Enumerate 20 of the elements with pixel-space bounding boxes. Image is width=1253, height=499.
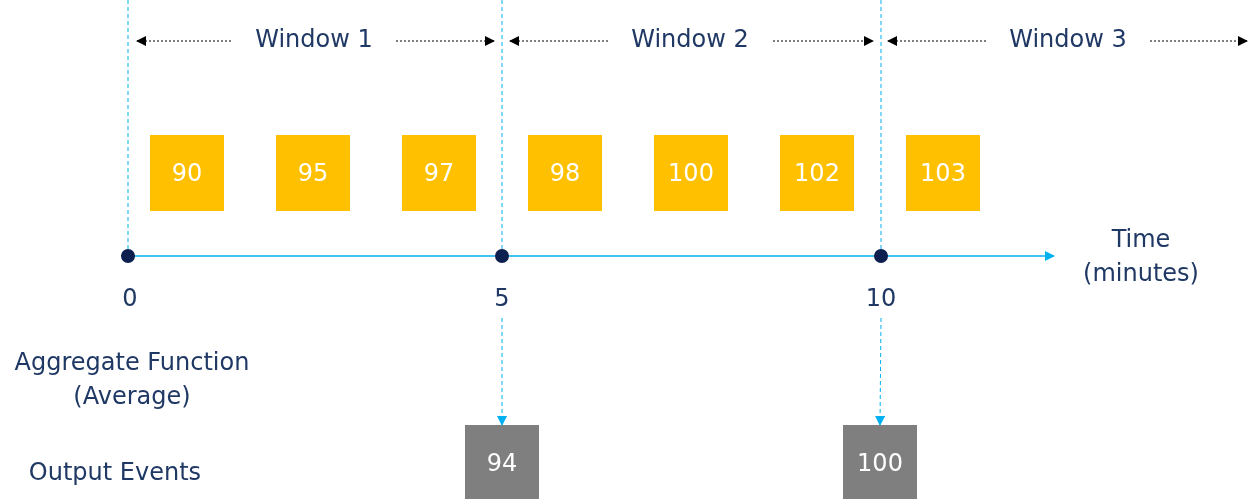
value-box: 90	[150, 135, 224, 211]
window-label: Window 2	[630, 24, 750, 55]
value-box: 97	[402, 135, 476, 211]
value-box: 102	[780, 135, 854, 211]
arrow	[875, 317, 886, 426]
row-label: Output Events	[27, 457, 203, 488]
value-box: 100	[654, 135, 728, 211]
window-label: Window 3	[1008, 24, 1128, 55]
value-box: 95	[276, 135, 350, 211]
arrow	[497, 317, 507, 426]
axis-label: Time (minutes)	[1082, 224, 1200, 289]
output-box: 100	[843, 425, 917, 499]
output-box: 94	[465, 425, 539, 499]
row-label: Aggregate Function (Average)	[13, 347, 251, 412]
window-label: Window 1	[254, 24, 374, 55]
tick-label: 10	[864, 283, 898, 314]
value-box: 103	[906, 135, 980, 211]
tick-label: 0	[121, 283, 139, 314]
tick-label: 5	[493, 283, 511, 314]
value-box: 98	[528, 135, 602, 211]
